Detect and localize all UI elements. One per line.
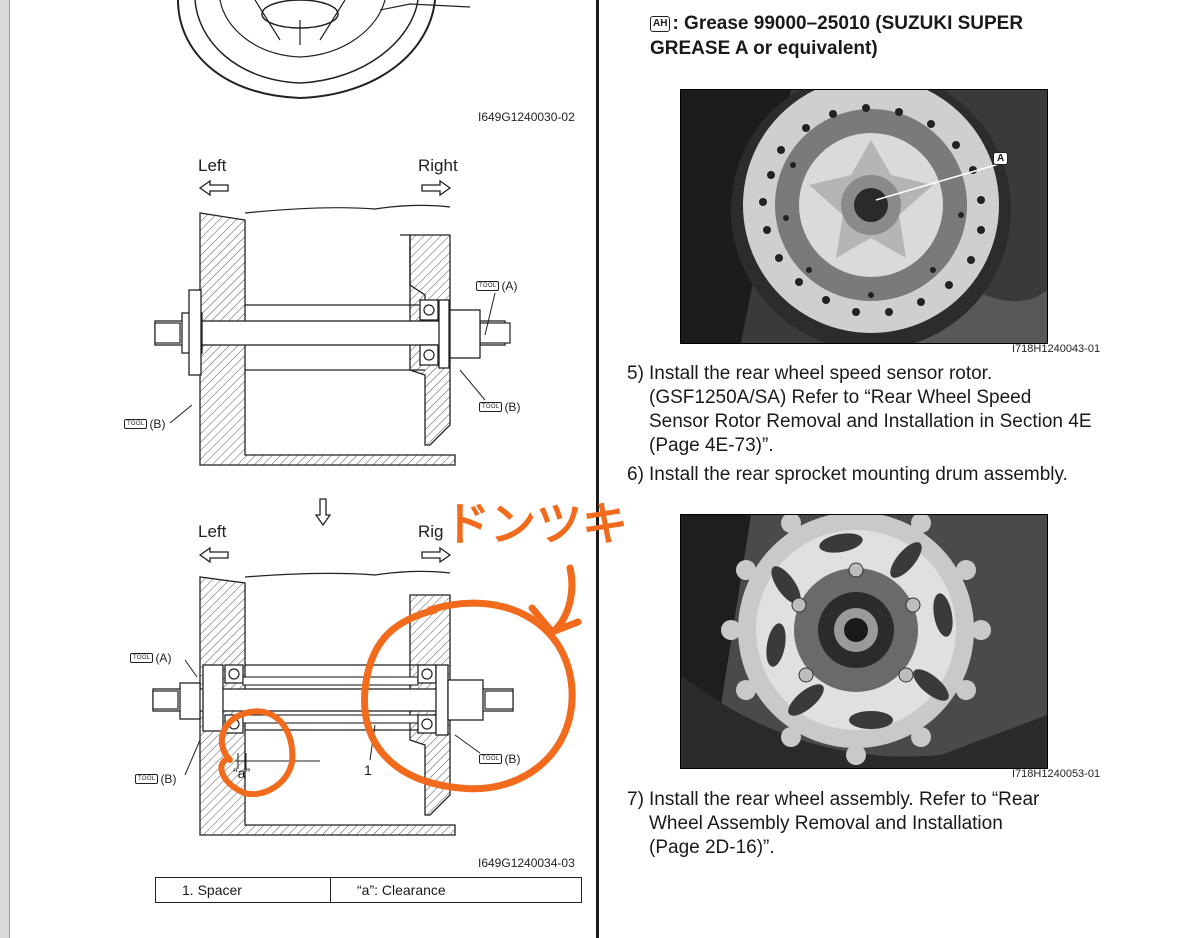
- figure3-left-label: Left: [198, 522, 227, 541]
- figure3-code: I649G1240034-03: [478, 856, 575, 870]
- step-7-line-3: (Page 2D-16)”.: [649, 837, 775, 858]
- right-arrow-icon: [421, 546, 452, 564]
- clearance-mark: “a”: [233, 765, 251, 781]
- right-arrow-icon: [421, 179, 452, 197]
- left-arrow-icon: [198, 546, 229, 564]
- tool-b-text: (B): [149, 417, 166, 431]
- tool-b-text: (B): [504, 400, 521, 414]
- step-7-line-2: Wheel Assembly Removal and Installation: [649, 813, 1003, 834]
- step-5-line-4: (Page 4E-73)”.: [649, 435, 774, 456]
- figure2-tool-a-label: TOOL (A): [476, 279, 517, 293]
- photo2-code: I718H1240053-01: [1012, 768, 1101, 780]
- step-5: 5)Install the rear wheel speed sensor ro…: [627, 362, 1167, 458]
- figure3-tool-b-left-label: TOOL (B): [135, 772, 176, 786]
- figure3-tool-a-label: TOOL (A): [130, 651, 171, 665]
- step-5-line-2: (GSF1250A/SA) Refer to “Rear Wheel Speed: [649, 387, 1032, 408]
- figure2-tool-b-right-label: TOOL (B): [479, 400, 520, 414]
- tool-icon: TOOL: [130, 653, 154, 663]
- step-7-line-1: Install the rear wheel assembly. Refer t…: [649, 789, 1040, 810]
- brake-disc-photo: A: [680, 89, 1048, 344]
- legend-table: 1. Spacer “a”: Clearance: [155, 877, 582, 903]
- step-5-line-3: Sensor Rotor Removal and Installation in…: [649, 411, 1092, 432]
- grease-a-icon: A: [993, 152, 1009, 165]
- hub-cross-section-1: [154, 204, 511, 466]
- tool-a-text: (A): [155, 651, 172, 665]
- grease-line-1: AH : Grease 99000–25010 (SUZUKI SUPER: [650, 12, 1023, 35]
- step-5-line-1: Install the rear wheel speed sensor roto…: [649, 363, 993, 384]
- step-5-number: 5): [627, 363, 644, 384]
- viewer-left-edge: [0, 0, 10, 938]
- step-6: 6)Install the rear sprocket mounting dru…: [627, 463, 1167, 487]
- grease-text-line-1: : Grease 99000–25010 (SUZUKI SUPER: [672, 13, 1024, 34]
- part-number-label: 1: [364, 762, 372, 778]
- step-6-number: 6): [627, 464, 644, 485]
- page-divider: [596, 0, 599, 938]
- figure2-left-label: Left: [198, 156, 227, 175]
- left-arrow-icon: [198, 179, 229, 197]
- brake-disc-image: [681, 90, 1047, 343]
- sprocket-image: [681, 515, 1047, 768]
- tool-icon: TOOL: [476, 281, 500, 291]
- tool-a-text: (A): [501, 279, 518, 293]
- figure3-tool-b-right-label: TOOL (B): [479, 752, 520, 766]
- figure3-right-label: Rig: [418, 522, 444, 541]
- figure1-code: I649G1240030-02: [478, 110, 575, 124]
- figure2-right-label: Right: [418, 156, 458, 175]
- figure2-tool-b-left-label: TOOL (B): [124, 417, 165, 431]
- tool-icon: TOOL: [479, 754, 503, 764]
- hub-cross-section-2: [152, 570, 514, 836]
- handwritten-annotation-text: ドンツキ: [444, 497, 628, 551]
- tool-icon: TOOL: [135, 774, 159, 784]
- step-7: 7)Install the rear wheel assembly. Refer…: [627, 788, 1167, 860]
- tool-icon: TOOL: [479, 402, 503, 412]
- photo1-code: I718H1240043-01: [1012, 343, 1101, 355]
- legend-item-clearance: “a”: Clearance: [357, 882, 446, 898]
- handwritten-annotation: [218, 564, 582, 798]
- tool-icon: TOOL: [124, 419, 148, 429]
- down-arrow-icon: [314, 498, 332, 527]
- tool-b-text: (B): [504, 752, 521, 766]
- grease-text-line-2: GREASE A or equivalent): [650, 38, 878, 59]
- tool-b-text: (B): [160, 772, 177, 786]
- step-6-line-1: Install the rear sprocket mounting drum …: [649, 464, 1068, 485]
- legend-item-spacer: 1. Spacer: [156, 878, 331, 902]
- sprocket-photo: [680, 514, 1048, 769]
- wheel-illustration: [177, 0, 470, 100]
- grease-icon: AH: [650, 15, 671, 32]
- step-7-number: 7): [627, 789, 644, 810]
